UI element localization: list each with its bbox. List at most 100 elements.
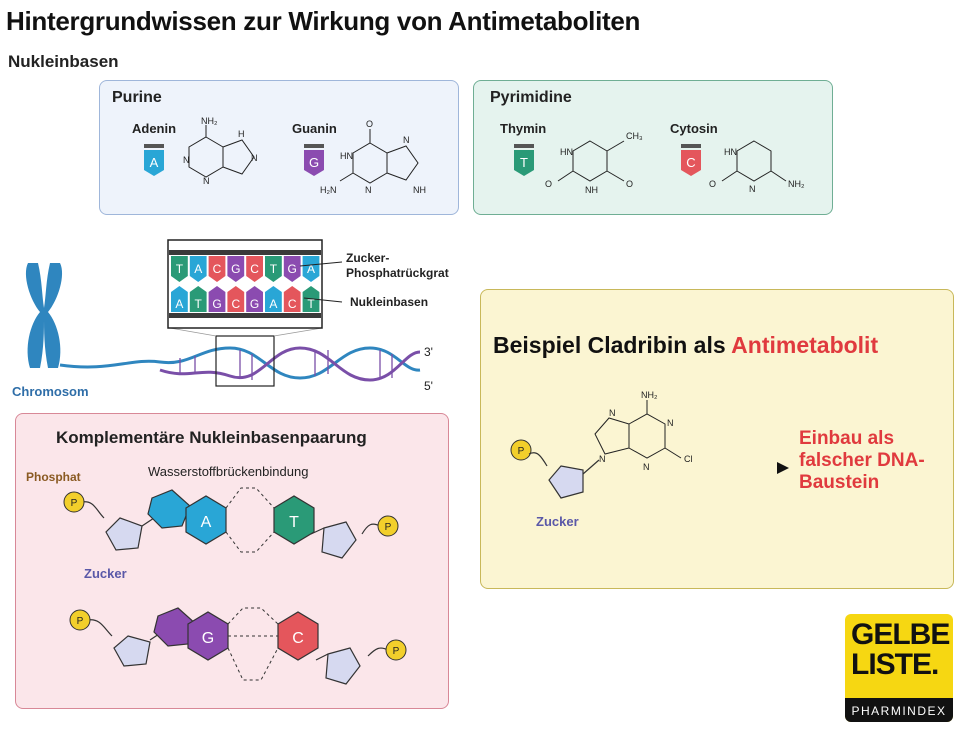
inset-bottom-letter: T [195,297,203,311]
wasserstoff-label: Wasserstoffbrückenbindung [148,464,308,479]
zucker-rueckgrat-label-1: Zucker- [346,251,389,265]
inset-top-base [265,256,282,282]
logo-bar [845,698,953,722]
inset-top-letter: T [176,262,184,276]
cytosin-nh2: NH₂ [788,179,805,189]
cytosine-hex [277,611,319,661]
inset-bottom-base [189,286,207,312]
cytosin-structure [721,140,787,182]
pyrimidine-panel: Pyrimidine Thymin Cytosin T CH₃ HN O NH … [473,80,833,215]
adenine-five-ring [147,489,191,529]
inset-top-letter: G [288,262,297,276]
gelbe-liste-logo: GELBE LISTE. PHARMINDEX [845,614,953,722]
adenin-tag-icon: A [144,144,164,176]
inset-top-letter: G [231,262,240,276]
phosphate-icon-4: P [385,639,407,661]
svg-text:P: P [385,522,392,533]
einbau-line-2: falscher DNA- [799,450,925,471]
purine-title: Purine [112,89,162,106]
sugar-icon-5 [548,465,584,499]
cytosin-hn: HN [724,147,737,157]
thymine-letter: T [289,514,299,531]
end-5-label: 5' [424,379,433,393]
guanine-letter: G [202,630,214,647]
inset-top-base [283,256,301,282]
adenin-n3: N [203,176,210,186]
guanin-tag-icon: G [304,144,324,176]
thymin-nh: NH [585,185,598,195]
cladribin-rings [594,400,682,459]
cladribin-cl: Cl [684,454,693,464]
inset-top-letter: C [250,262,259,276]
inset-bottom-base [171,286,188,312]
purine-panel: Purine Adenin Guanin A NH₂ N N H N G [99,80,459,215]
thymin-letter: T [520,155,528,170]
cladribin-structure: P Zucker NH₂ N N N N Cl [510,390,789,529]
guanin-o: O [366,119,373,129]
purine-structures: A NH₂ N N H N G O HN [144,116,426,195]
thymin-hn: HN [560,147,573,157]
thymin-o2: O [545,179,552,189]
cladribin-n1: N [667,418,674,428]
sugar-icon-2 [321,521,357,559]
thymin-tag-icon: T [514,144,534,176]
thymin-label: Thymin [500,121,547,136]
cytosin-tag-icon: C [681,144,701,176]
thymin-ch3: CH₃ [626,131,643,141]
arrow-right-icon [777,462,789,474]
einbau-line-3: Baustein [799,472,880,493]
end-3-label: 3' [424,345,433,359]
inset-bottom-base [283,286,301,312]
inset-top-letter: T [270,262,278,276]
adenine-letter: A [201,514,212,531]
einbau-text: Einbau als falscher DNA- Baustein [799,428,925,494]
sugar-icon-1 [105,517,143,551]
chromosom-label: Chromosom [12,384,89,399]
cladribin-title-antimetabolit: Antimetabolit [731,332,879,358]
inset-bottom-letter: A [269,297,277,311]
inset-bottom-letter: C [231,297,240,311]
inset-top-base [171,256,188,282]
phosphate-icon-5: P [510,439,532,461]
phosphat-label: Phosphat [26,470,81,484]
guanin-label: Guanin [292,121,337,136]
inset-top-letter: A [194,262,202,276]
pairing-diagram: Phosphat Wasserstoffbrückenbindung Zucke… [26,464,407,685]
section-title-nukleinbasen: Nukleinbasen [8,52,119,71]
chromosome-icon [25,263,63,368]
sugar-icon-3 [113,635,151,667]
cytosin-letter: C [686,155,695,170]
cladribin-zucker-label: Zucker [536,514,579,529]
inset-top-base [208,256,226,282]
thymine-hex [273,495,315,545]
pairing-panel: Komplementäre Nukleinbasenpaarung Phosph… [15,413,449,709]
nukleinbasen-label: Nukleinbasen [350,295,428,309]
page-title: Hintergrundwissen zur Wirkung von Antime… [6,6,641,36]
phosphate-icon-1: P [63,491,85,513]
inset-top-letter: A [307,262,315,276]
adenin-n9: N [251,153,258,163]
guanin-h2n: H₂N [320,185,337,195]
logo-line-3: PHARMINDEX [851,704,947,718]
guanin-letter: G [309,155,319,170]
guanin-n7: N [403,135,410,145]
guanin-hn: HN [340,151,353,161]
inset-top-letter: C [213,262,222,276]
inset-bottom-letter: C [288,297,297,311]
inset-bottom-base [265,286,282,312]
cladribin-n3: N [643,462,650,472]
svg-text:P: P [71,498,78,509]
inset-top-base [246,256,263,282]
svg-text:P: P [393,646,400,657]
inset-top-base [227,256,245,282]
adenin-n1: N [183,155,190,165]
zucker-label: Zucker [84,566,127,581]
logo-line-1: GELBE [851,618,950,651]
inset-bottom-base [246,286,263,312]
pyrimidine-structures: T CH₃ HN O NH O C HN O N NH [514,131,805,195]
guanin-nh: NH [413,185,426,195]
inset-bottom-base [227,286,245,312]
zoom-rect [215,335,275,387]
cladribin-n9: N [599,454,606,464]
